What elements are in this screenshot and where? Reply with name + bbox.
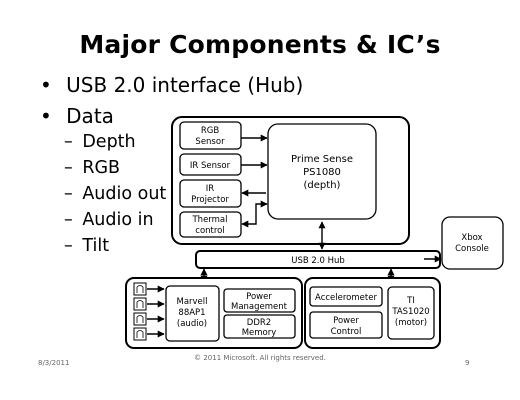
power-management-label-1: Power — [246, 292, 272, 302]
sub-bullet-audio-in: – Audio in — [64, 210, 154, 230]
ti-motor-label-2: TAS1020 — [391, 307, 429, 317]
sub-bullet-depth: – Depth — [64, 132, 136, 152]
prime-sense-label-1: Prime Sense — [291, 154, 353, 165]
accelerometer-label: Accelerometer — [315, 293, 377, 303]
power-control-label-1: Power — [333, 316, 359, 326]
ddr2-memory-box — [223, 314, 296, 339]
xbox-console-box — [441, 216, 504, 270]
thermal-control-box — [179, 211, 242, 238]
prime-sense-label-2: PS1080 — [303, 167, 341, 178]
ti-motor-box — [387, 286, 435, 340]
thermal-arrow — [241, 200, 268, 228]
sub-bullet-marker: – — [64, 184, 73, 204]
power-control-box — [309, 311, 383, 339]
xbox-console-label-2: Console — [455, 244, 489, 254]
ir-sensor-label: IR Sensor — [190, 161, 231, 171]
prime-sense-label-3: (depth) — [304, 180, 341, 191]
power-management-label-2: Management — [231, 302, 288, 312]
microphone-icon — [133, 312, 165, 326]
xbox-console-label-1: Xbox — [461, 233, 482, 243]
ir-projector-label-1: IR — [206, 184, 215, 194]
bullet-text: Data — [66, 104, 114, 128]
bullet-data: • Data — [40, 104, 114, 128]
sub-bullet-text: Audio in — [82, 210, 154, 230]
usb-hub-label: USB 2.0 Hub — [291, 256, 345, 266]
ir-projector-label-2: Projector — [191, 195, 229, 205]
marvell-label-2: 88AP1 — [178, 308, 205, 318]
footer-date: 8/3/2011 — [38, 359, 70, 367]
thermal-control-label-1: Thermal — [191, 215, 227, 225]
sub-bullet-text: Tilt — [82, 236, 110, 256]
microphone-icon — [133, 327, 165, 341]
prime-sense-box — [267, 123, 377, 220]
thermal-control-label-2: control — [195, 226, 224, 236]
sub-bullet-marker: – — [64, 210, 73, 230]
microphone-icon — [133, 282, 165, 296]
microphone-icon — [133, 297, 165, 311]
footer-page-number: 9 — [465, 359, 470, 367]
marvell-label-1: Marvell — [176, 297, 207, 307]
sub-bullet-marker: – — [64, 132, 73, 152]
slide-title: Major Components & IC’s — [79, 30, 441, 59]
rgb-sensor-box — [179, 121, 242, 150]
sub-bullet-marker: – — [64, 236, 73, 256]
footer-copyright: © 2011 Microsoft. All rights reserved. — [194, 354, 326, 362]
sub-bullet-text: RGB — [82, 158, 121, 178]
accelerometer-box — [309, 286, 383, 307]
sub-bullet-audio-out: – Audio out — [64, 184, 166, 204]
marvell-box — [165, 285, 220, 342]
marvell-label-3: (audio) — [177, 319, 207, 329]
bullet-text: USB 2.0 interface (Hub) — [66, 73, 304, 97]
bullet-usb: • USB 2.0 interface (Hub) — [40, 73, 303, 97]
ddr2-memory-label-2: Memory — [242, 328, 277, 338]
ir-projector-box — [179, 179, 242, 208]
power-management-box — [223, 288, 296, 313]
power-control-label-2: Control — [331, 327, 362, 337]
bullet-marker: • — [40, 104, 52, 128]
sub-bullet-text: Depth — [82, 132, 136, 152]
ddr2-memory-label-1: DDR2 — [247, 318, 271, 328]
bullet-marker: • — [40, 73, 52, 97]
rgb-sensor-label-2: Sensor — [195, 137, 225, 147]
ti-motor-label-1: TI — [406, 296, 415, 306]
rgb-sensor-label-1: RGB — [201, 126, 219, 136]
ti-motor-label-3: (motor) — [395, 318, 427, 328]
sub-bullet-marker: – — [64, 158, 73, 178]
sub-bullet-rgb: – RGB — [64, 158, 120, 178]
sub-bullet-tilt: – Tilt — [64, 236, 109, 256]
sub-bullet-text: Audio out — [82, 184, 167, 204]
